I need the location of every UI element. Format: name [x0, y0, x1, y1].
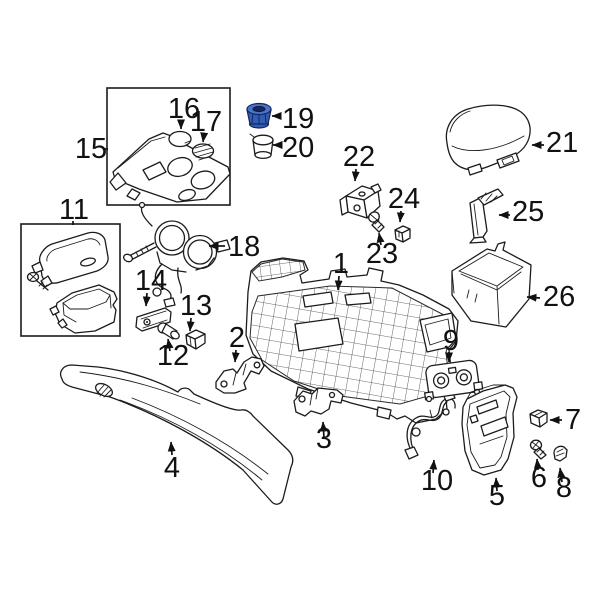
- part-17-arrow: [200, 132, 209, 143]
- part-13-drawing: [185, 329, 206, 350]
- part-19-drawing: [246, 102, 272, 129]
- part-23-arrow: [376, 232, 385, 246]
- part-26[interactable]: 26: [451, 241, 575, 328]
- part-9[interactable]: 9: [421, 325, 484, 403]
- part-25-drawing: [469, 188, 504, 244]
- part-4[interactable]: 4: [59, 364, 294, 505]
- part-23[interactable]: 23: [366, 210, 398, 270]
- part-11[interactable]: 11: [20, 194, 121, 337]
- part-2[interactable]: 2: [215, 322, 265, 394]
- part-6-arrow: [533, 458, 542, 471]
- part-2-drawing: [215, 356, 265, 394]
- part-7[interactable]: 7: [529, 404, 581, 436]
- part-21-drawing: [445, 104, 531, 176]
- part-16-drawing: [168, 130, 192, 148]
- part-8-label: 8: [556, 472, 572, 504]
- part-5-drawing: [461, 384, 518, 476]
- part-24[interactable]: 24: [388, 183, 420, 243]
- part-11-label: 11: [59, 194, 89, 226]
- part-12[interactable]: 12: [157, 322, 189, 372]
- part-9-drawing: [424, 359, 484, 403]
- part-22-label: 22: [343, 141, 375, 173]
- part-19[interactable]: 19: [246, 102, 314, 135]
- part-4-label: 4: [164, 452, 180, 484]
- part-18-drawing: [123, 201, 231, 308]
- part-1-drawing: [245, 257, 459, 424]
- part-25-label: 25: [512, 196, 544, 228]
- part-2-label: 2: [229, 322, 245, 354]
- part-5-label: 5: [489, 480, 505, 512]
- part-21-label: 21: [546, 127, 578, 159]
- part-24-drawing: [394, 225, 411, 243]
- part-11-group-box: [20, 223, 121, 337]
- part-26-drawing: [451, 241, 532, 328]
- part-22-drawing: [339, 183, 382, 219]
- part-1[interactable]: 1: [245, 248, 459, 424]
- part-26-arrow: [526, 293, 541, 302]
- part-13-label: 13: [180, 290, 212, 322]
- part-18[interactable]: 18: [122, 201, 260, 308]
- part-5[interactable]: 5: [461, 384, 518, 512]
- part-7-label: 7: [565, 404, 581, 436]
- part-15-group-box: [106, 87, 231, 206]
- part-14[interactable]: 14: [135, 265, 172, 332]
- part-3[interactable]: 3: [293, 387, 344, 455]
- part-14-label: 14: [135, 265, 167, 297]
- part-8-drawing: [553, 445, 568, 462]
- part-6-label: 6: [531, 462, 547, 494]
- part-12-label: 12: [157, 340, 189, 372]
- part-22[interactable]: 22: [339, 141, 382, 219]
- part-4-arrow: [167, 441, 176, 456]
- part-6-drawing: [529, 439, 547, 460]
- part-26-label: 26: [543, 281, 575, 313]
- part-20-drawing: [249, 133, 274, 160]
- part-23-label: 23: [366, 238, 398, 270]
- part-10-arrow: [429, 459, 438, 474]
- part-10-label: 10: [421, 465, 453, 497]
- part-6[interactable]: 6: [529, 439, 548, 494]
- part-15-drawing: [109, 132, 231, 203]
- part-24-arrow: [396, 210, 405, 223]
- part-13[interactable]: 13: [180, 290, 212, 350]
- part-12-drawing: [157, 322, 180, 340]
- part-4-drawing: [59, 364, 294, 505]
- part-17[interactable]: 17: [190, 106, 222, 161]
- part-7-drawing: [529, 409, 548, 428]
- part-3-drawing: [293, 387, 344, 417]
- part-25[interactable]: 25: [469, 188, 544, 244]
- part-9-label: 9: [443, 325, 459, 357]
- part-20-label: 20: [282, 132, 314, 164]
- part-23-drawing: [368, 211, 385, 233]
- part-15[interactable]: 15: [75, 87, 231, 206]
- part-1-arrow: [334, 275, 343, 291]
- part-17-label: 17: [190, 106, 222, 138]
- part-14-drawing: [135, 307, 172, 332]
- part-12-arrow: [165, 338, 174, 352]
- part-17-drawing: [191, 143, 215, 161]
- part-13-arrow: [186, 317, 195, 332]
- part-1-label: 1: [333, 248, 349, 280]
- part-8[interactable]: 8: [553, 445, 572, 504]
- part-14-arrow: [142, 292, 151, 307]
- part-16[interactable]: 16: [168, 93, 200, 148]
- part-24-label: 24: [388, 183, 420, 215]
- part-11-drawing: [26, 231, 118, 334]
- part-3-arrow: [319, 421, 328, 439]
- part-22-arrow: [351, 168, 360, 182]
- part-18-label: 18: [228, 231, 260, 263]
- part-21[interactable]: 21: [445, 104, 578, 176]
- part-20[interactable]: 20: [249, 132, 314, 164]
- part-19-label: 19: [282, 103, 314, 135]
- part-5-arrow: [492, 477, 501, 492]
- part-2-arrow: [231, 349, 240, 363]
- part-15-label: 15: [75, 133, 107, 165]
- part-8-arrow: [557, 467, 566, 483]
